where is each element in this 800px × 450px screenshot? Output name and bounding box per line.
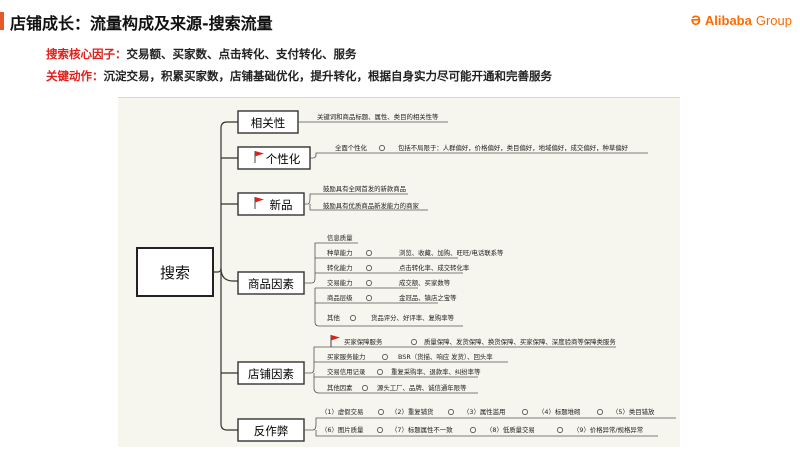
leaf-text: 商品层级 <box>327 293 353 302</box>
leaf-text: （8）低质量交易 <box>486 425 535 434</box>
leaf-text: 成交额、买家数等 <box>399 278 451 287</box>
branch-relevance: 相关性 <box>237 110 299 134</box>
root-node <box>136 247 214 297</box>
root-label: 搜索 <box>160 264 190 282</box>
key-actions-key: 关键动作： <box>46 69 104 83</box>
branch-shop-factors: 店铺因素 <box>237 361 305 385</box>
branch-new-product-label: 新品 <box>270 198 293 212</box>
key-actions-line: 关键动作：沉淀交易，积累买家数，店铺基础优化，提升转化，根据自身实力尽可能开通和… <box>46 68 552 84</box>
leaf-text: 关键词和商品标题、属性、类目的相关性等 <box>317 112 439 121</box>
leaf-text: （3）属性滥用 <box>463 407 505 416</box>
leaf-text: 源头工厂、品牌、诚信通年限等 <box>377 383 467 392</box>
leaf-text: 质量保障、发货保障、换货保障、买家保障、深度验商等保障类服务 <box>424 337 616 346</box>
leaf-text: BSR（货描、响应 发货）、回头率 <box>398 352 493 361</box>
leaf-text: 重复采购率、退款率、纠纷率等 <box>391 367 481 376</box>
title-accent-bar <box>0 12 4 30</box>
leaf-text: 鼓励具有优质商品新发能力的商家 <box>323 201 419 210</box>
leaf-text: 鼓励具有全网首发的新款商品 <box>323 184 406 193</box>
leaf-text: 浏览、收藏、加购、旺旺/电话联系等 <box>399 248 504 257</box>
branch-new-product: 新品 <box>237 192 305 216</box>
logo-group: Group <box>755 12 792 28</box>
leaf-text: 其他 <box>327 313 340 322</box>
page-title: 店铺成长：流量构成及来源-搜索流量 <box>10 14 273 33</box>
branch-shop-factors-label: 店铺因素 <box>248 367 294 381</box>
leaf-text: 交易能力 <box>327 278 353 287</box>
branch-personalization-label: 个性化 <box>266 152 301 166</box>
alibaba-logo-icon: Ə <box>690 12 701 28</box>
branch-anti-cheat: 反作弊 <box>237 418 305 442</box>
key-actions-value: 沉淀交易，积累买家数，店铺基础优化，提升转化，根据自身实力尽可能开通和完善服务 <box>103 69 553 83</box>
leaf-text: （9）价格异常/规格异常 <box>573 425 643 434</box>
branch-relevance-label: 相关性 <box>251 116 286 130</box>
leaf-text: 买家服务能力 <box>327 352 365 361</box>
leaf-text: 货品评分、好评率、复购率等 <box>371 313 455 322</box>
core-factors-key: 搜索核心因子： <box>46 47 127 61</box>
leaf-text: （6）图片质量 <box>321 425 364 434</box>
leaf-text: （2）重复铺货 <box>391 407 434 416</box>
leaf-text: 转化能力 <box>327 263 353 272</box>
branch-product-factors-label: 商品因素 <box>248 277 294 291</box>
leaf-text: 信息质量 <box>327 233 353 242</box>
leaf-text: （4）标题堆砌 <box>538 407 580 416</box>
branch-anti-cheat-label: 反作弊 <box>254 424 289 438</box>
leaf-text: 点击转化率、成交转化率 <box>399 263 470 272</box>
leaf-text: （7）标题属性不一致 <box>391 425 453 434</box>
leaf-text: 金冠品、镇店之宝等 <box>399 293 457 302</box>
leaf-text: 全面个性化 <box>335 143 368 152</box>
flag-icon <box>330 334 341 348</box>
mindmap-svg: 搜索 相关性 个性化 新品 商品因素 <box>136 110 676 442</box>
core-factors-line: 搜索核心因子：交易额、买家数、点击转化、支付转化、服务 <box>46 46 357 62</box>
branch-personalization: 个性化 <box>237 146 311 170</box>
leaf-text: 交易信用记录 <box>327 367 366 376</box>
leaf-text: 买家保障服务 <box>344 337 383 346</box>
mindmap-canvas: 搜索 相关性 个性化 新品 商品因素 <box>118 97 680 447</box>
logo-word: Alibaba <box>704 12 752 28</box>
branch-product-factors: 商品因素 <box>237 271 305 295</box>
alibaba-logo: Ə Alibaba Group <box>691 12 792 28</box>
leaf-text: （5）类目错放 <box>612 407 655 416</box>
leaf-text: 包括不局限于：人群偏好，价格偏好，类目偏好，地域偏好，成交偏好，种草偏好 <box>398 143 629 152</box>
leaf-text: 其他因素 <box>327 383 353 392</box>
leaf-text: 种草能力 <box>327 248 353 257</box>
core-factors-value: 交易额、买家数、点击转化、支付转化、服务 <box>126 47 357 61</box>
leaf-text: （1）虚假交易 <box>321 407 363 416</box>
